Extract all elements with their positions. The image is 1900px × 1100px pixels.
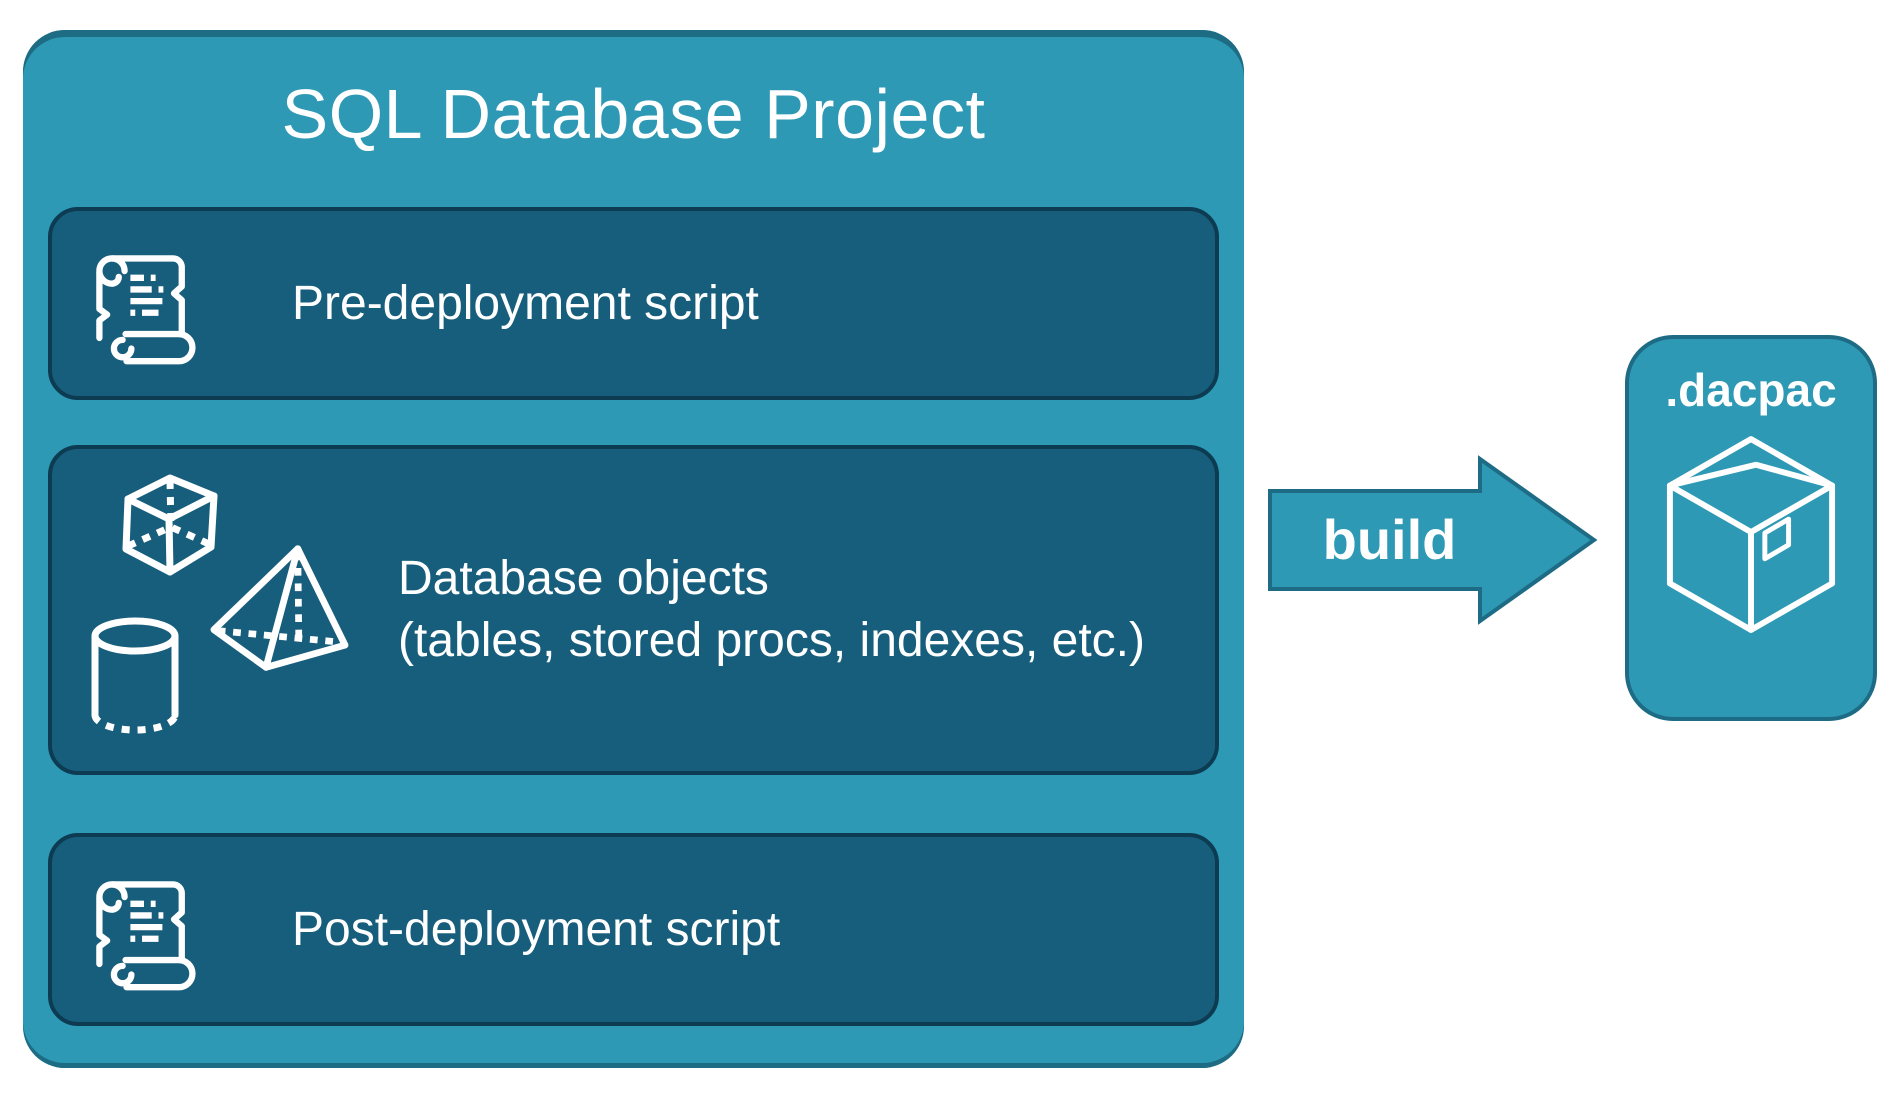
cylinder-icon: [85, 617, 185, 742]
post-deployment-label: Post-deployment script: [292, 903, 781, 956]
post-deployment-box: Post-deployment script: [48, 833, 1219, 1026]
database-objects-box: Database objects (tables, stored procs, …: [48, 445, 1219, 775]
project-title: SQL Database Project: [281, 75, 986, 153]
pyramid-icon: [204, 541, 354, 681]
dacpac-label: .dacpac: [1665, 364, 1837, 416]
dacpac-box: .dacpac: [1625, 335, 1877, 721]
build-arrow: [1268, 455, 1598, 625]
pre-deployment-label: Pre-deployment script: [292, 277, 759, 330]
database-objects-label-line1: Database objects: [398, 552, 769, 605]
scroll-icon: [80, 241, 206, 367]
database-objects-label-line2: (tables, stored procs, indexes, etc.): [398, 614, 1145, 667]
cube-icon: [110, 469, 230, 589]
scroll-icon: [80, 867, 206, 993]
package-icon: [1662, 433, 1840, 641]
geometry-shapes-cluster: [80, 449, 380, 771]
database-objects-label: Database objects (tables, stored procs, …: [398, 548, 1145, 672]
pre-deployment-box: Pre-deployment script: [48, 207, 1219, 400]
sql-database-project-box: SQL Database Project: [23, 30, 1244, 1068]
build-arrow-label: build: [1322, 507, 1457, 571]
